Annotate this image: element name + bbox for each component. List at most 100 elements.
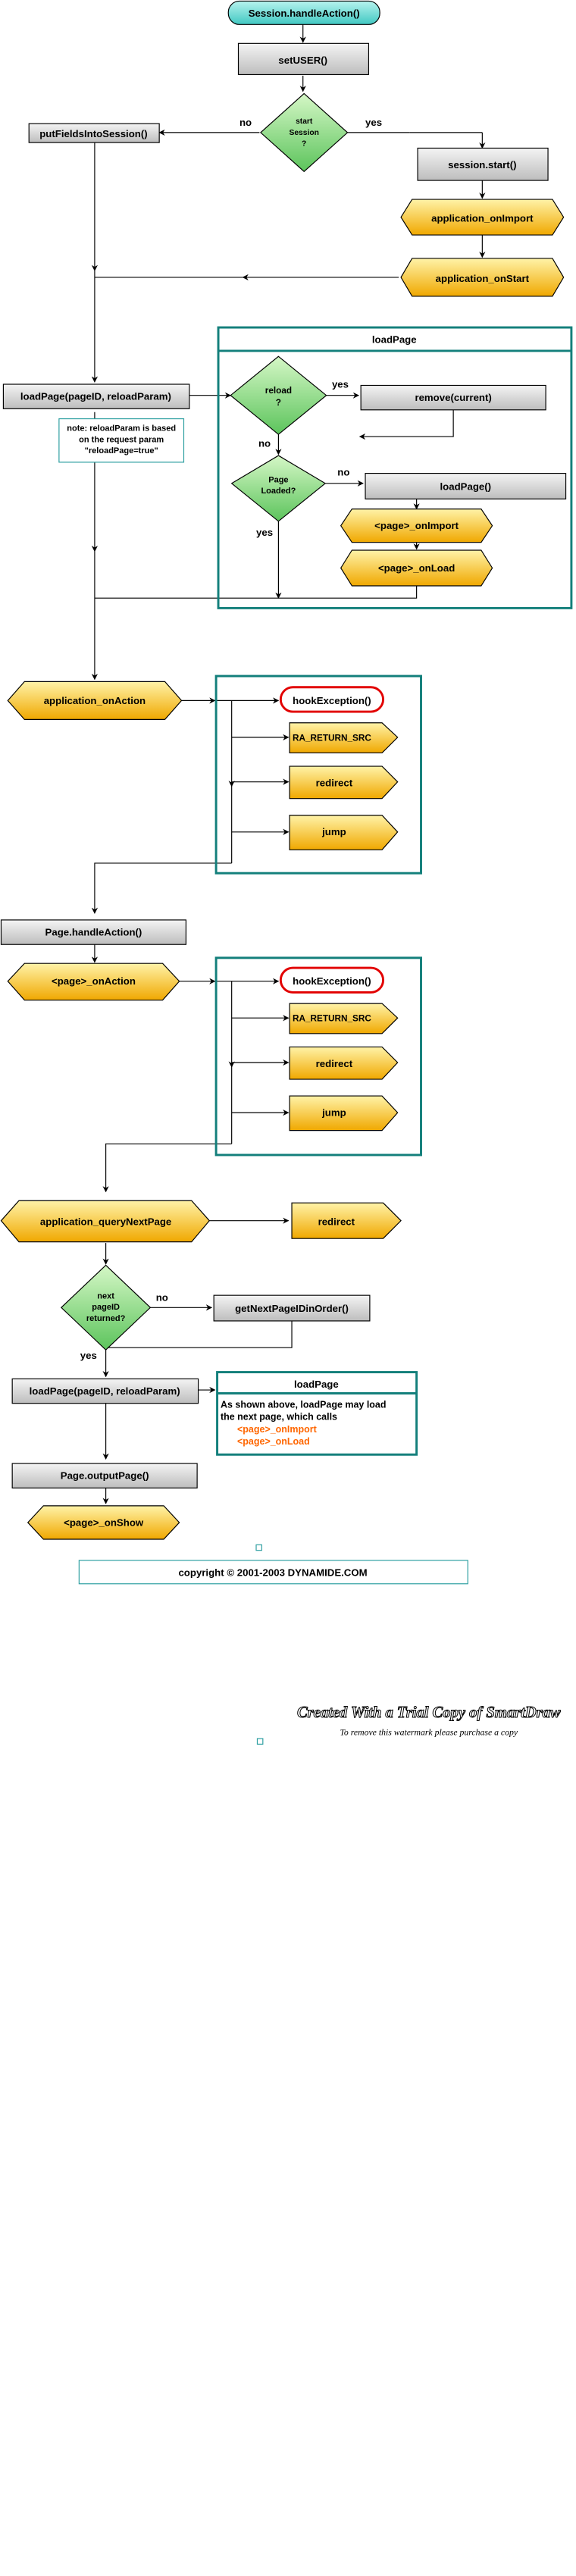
loadpage-note-call2: <page>_onLoad [237,1436,310,1447]
page-onload-label: <page>_onLoad [378,562,455,574]
app-query-next-page-hexagon: application_queryNextPage [0,1200,211,1243]
start-node: Session.handleAction() [227,0,380,25]
page-onload-hexagon: <page>_onLoad [340,549,493,587]
redirect-1-label: redirect [316,778,353,789]
remove-current-process: remove(current) [360,384,546,411]
redirect-2: redirect [289,1046,399,1080]
app-onstart-hexagon: application_onStart [400,258,565,297]
loadpage-group-title: loadPage [372,334,417,346]
watermark-subtitle: To remove this watermark please purchase… [340,1728,518,1738]
page-onshow-hexagon: <page>_onShow [27,1505,180,1540]
hook-exception-2: hookException() [279,966,385,994]
remove-current-label: remove(current) [415,392,491,403]
page-handleaction-label: Page.handleAction() [45,926,142,937]
edge-group2-query [102,1143,232,1193]
page-onaction-label: <page>_onAction [52,975,136,987]
copyright-box: copyright © 2001-2003 DYNAMIDE.COM [78,1560,468,1585]
loadpage-note-title: loadPage [294,1379,339,1390]
page-outputpage-label: Page.outputPage() [61,1470,149,1482]
reload-note-line3: "reloadPage=true" [85,446,158,455]
get-next-pageid-process: getNextPageIDinOrder() [213,1294,371,1322]
jump-2-label: jump [321,1107,346,1119]
reload-decision: reload ? [230,355,327,435]
page-onaction-hexagon: <page>_onAction [7,962,180,1001]
app-onaction-hexagon: application_onAction [7,681,183,720]
page-outputpage-process: Page.outputPage() [11,1463,198,1488]
putfields-process: putFieldsIntoSession() [28,123,160,143]
no-label-pageloaded: no [337,467,349,478]
page-loaded-line1: Page [268,475,288,484]
reload-note-line2: on the request param [79,435,164,444]
watermark-title: Created With a Trial Copy of SmartDraw [297,1704,561,1721]
no-label-next: no [156,1291,168,1303]
start-label: Session.handleAction() [249,8,360,19]
edge-onload-back [94,586,418,599]
session-start-process: session.start() [417,147,549,181]
loadpage-inner-process: loadPage() [365,472,567,499]
start-session-line2: Session [290,129,319,137]
setuser-process: setUSER() [237,42,370,76]
jump-1: jump [289,815,399,850]
edge-remove-back [358,409,454,440]
app-onimport-label: application_onImport [431,212,534,224]
selection-handle-bottom [256,1738,264,1745]
loadpage-group: loadPage [217,326,573,609]
app-query-next-page-label: application_queryNextPage [40,1216,171,1228]
reload-note-line1: note: reloadParam is based [67,424,176,434]
app-onimport-hexagon: application_onImport [400,199,565,236]
get-next-pageid-label: getNextPageIDinOrder() [235,1303,349,1314]
connectors [91,24,486,1504]
edge-group1-handle [91,862,232,914]
reload-note: note: reloadParam is based on the reques… [58,418,185,463]
setuser-label: setUSER() [278,55,327,66]
action-group-1 [214,675,422,875]
next-pageid-line1: next [97,1292,114,1301]
start-session-decision: start Session ? [260,92,349,173]
ra-return-src-2: RA_RETURN_SRC [289,1003,399,1034]
next-pageid-line3: returned? [86,1314,126,1323]
page-onimport-hexagon: <page>_onImport [340,509,493,543]
page-onimport-label: <page>_onImport [374,520,459,531]
loadpage-note-call1: <page>_onImport [237,1424,317,1435]
hook-exception-1: hookException() [279,686,385,713]
watermark: Created With a Trial Copy of SmartDraw T… [296,1704,561,1738]
start-session-line3: ? [302,140,306,149]
yes-label-next: yes [80,1350,97,1361]
loadpage-again-label: loadPage(pageID, reloadParam) [30,1385,180,1397]
page-loaded-decision: Page Loaded? [230,455,327,522]
loadpage-note-line1: As shown above, loadPage may load [221,1400,387,1410]
loadpage-call-label: loadPage(pageID, reloadParam) [20,391,171,402]
loadpage-note-line2: the next page, which calls [221,1412,337,1423]
start-session-line1: start [296,117,313,126]
ra-return-src-1: RA_RETURN_SRC [289,722,399,754]
next-pageid-line2: pageID [92,1303,120,1312]
reload-line1: reload [265,386,292,396]
loadpage-inner-label: loadPage() [440,481,492,493]
redirect-1: redirect [289,765,399,800]
ra-return-src-1-label: RA_RETURN_SRC [293,733,371,743]
hook-exception-1-label: hookException() [293,695,371,706]
page-handleaction-process: Page.handleAction() [0,919,187,945]
jump-2: jump [289,1095,399,1131]
app-onstart-label: application_onStart [436,273,530,284]
action-group-2 [214,956,422,1157]
jump-1-label: jump [321,826,346,837]
selection-handle-top [255,1544,262,1551]
loadpage-again-process: loadPage(pageID, reloadParam) [11,1378,199,1404]
edge-getnext-back [105,1320,293,1348]
loadpage-note-box: loadPage As shown above, loadPage may lo… [216,1371,418,1456]
no-label-reload: no [258,437,271,449]
next-pageid-decision: next pageID returned? [60,1264,152,1351]
app-onaction-label: application_onAction [44,695,146,706]
page-onshow-label: <page>_onShow [64,1516,144,1528]
redirect-3: redirect [291,1202,402,1239]
no-label-session: no [239,117,252,128]
hook-exception-2-label: hookException() [293,975,371,987]
flowchart-diagram: Session.handleAction() setUSER() start S… [0,0,573,1745]
redirect-2-label: redirect [316,1058,353,1069]
page-loaded-line2: Loaded? [261,487,296,496]
putfields-label: putFieldsIntoSession() [39,128,147,139]
session-start-label: session.start() [448,159,516,171]
loadpage-call-process: loadPage(pageID, reloadParam) [2,383,190,409]
